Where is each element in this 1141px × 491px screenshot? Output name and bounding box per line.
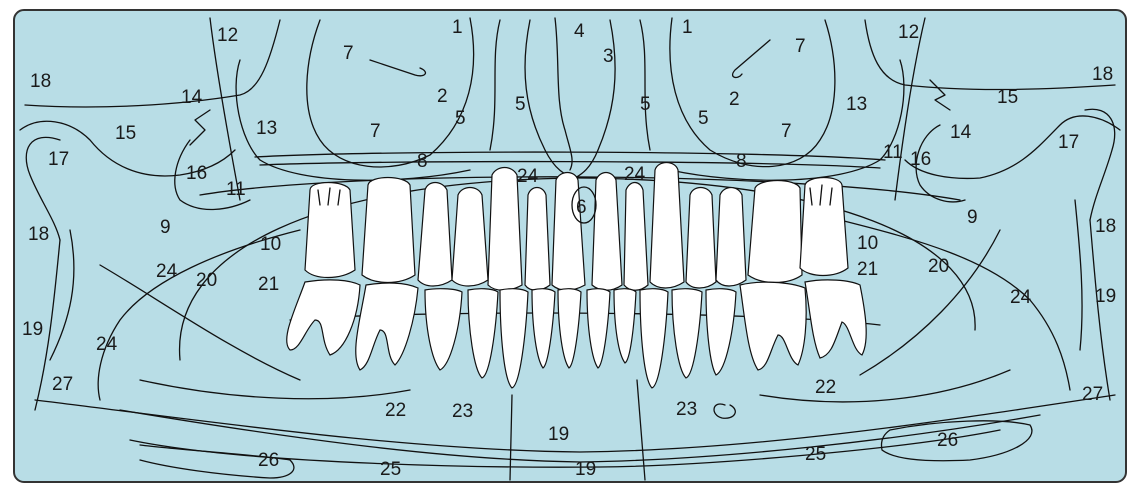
tooth-upper-12 — [716, 188, 746, 287]
label-23: 23 — [452, 401, 473, 422]
label-16: 16 — [910, 149, 931, 170]
tooth-upper-10 — [650, 163, 684, 289]
label-8: 8 — [417, 151, 428, 172]
label-4: 4 — [574, 21, 585, 42]
label-22: 22 — [385, 400, 406, 421]
label-8: 8 — [736, 151, 747, 172]
label-27: 27 — [1082, 384, 1103, 405]
label-1: 1 — [682, 17, 693, 38]
label-7: 7 — [370, 121, 381, 142]
label-5: 5 — [515, 94, 526, 115]
label-5: 5 — [455, 108, 466, 129]
label-18: 18 — [30, 71, 51, 92]
label-7: 7 — [343, 43, 354, 64]
label-24: 24 — [96, 334, 118, 355]
label-12: 12 — [217, 25, 238, 46]
label-23: 23 — [676, 399, 697, 420]
label-10: 10 — [260, 234, 281, 255]
label-25: 25 — [380, 459, 401, 480]
label-19: 19 — [575, 459, 596, 480]
label-18: 18 — [1092, 64, 1113, 85]
label-13: 13 — [256, 118, 277, 139]
label-21: 21 — [857, 259, 878, 280]
label-25: 25 — [805, 444, 826, 465]
label-10: 10 — [857, 233, 878, 254]
label-2: 2 — [437, 86, 448, 107]
label-11: 11 — [226, 179, 246, 200]
label-3: 3 — [603, 46, 614, 67]
label-27: 27 — [52, 374, 73, 395]
label-18: 18 — [28, 224, 49, 245]
label-7: 7 — [795, 36, 806, 57]
label-22: 22 — [815, 377, 836, 398]
label-13: 13 — [846, 94, 867, 115]
label-14: 14 — [181, 87, 203, 108]
tooth-upper-13 — [748, 181, 802, 283]
label-5: 5 — [640, 94, 651, 115]
label-11: 11 — [883, 142, 903, 163]
label-9: 9 — [967, 207, 978, 228]
label-14: 14 — [950, 122, 972, 143]
label-19: 19 — [1095, 286, 1116, 307]
label-26: 26 — [258, 450, 279, 471]
label-21: 21 — [258, 274, 279, 295]
tooth-upper-2 — [362, 178, 415, 283]
label-1: 1 — [452, 17, 463, 38]
label-19: 19 — [548, 424, 569, 445]
label-24: 24 — [517, 166, 539, 187]
label-24: 24 — [1010, 287, 1032, 308]
label-24: 24 — [156, 261, 178, 282]
label-24: 24 — [624, 164, 646, 185]
label-20: 20 — [928, 256, 949, 277]
label-17: 17 — [48, 149, 69, 170]
label-5: 5 — [698, 108, 709, 129]
label-26: 26 — [937, 430, 958, 451]
tooth-upper-11 — [686, 188, 716, 289]
label-17: 17 — [1058, 132, 1079, 153]
label-19: 19 — [22, 319, 43, 340]
label-9: 9 — [160, 217, 171, 238]
label-7: 7 — [781, 121, 792, 142]
tooth-upper-4 — [452, 188, 488, 287]
tooth-upper-1 — [305, 183, 355, 278]
label-20: 20 — [196, 270, 217, 291]
tooth-upper-14 — [800, 178, 848, 276]
label-15: 15 — [997, 87, 1018, 108]
tooth-upper-6 — [525, 188, 550, 291]
label-16: 16 — [186, 163, 207, 184]
label-12: 12 — [898, 22, 919, 43]
label-2: 2 — [729, 89, 740, 110]
label-6: 6 — [576, 197, 587, 218]
label-18: 18 — [1095, 216, 1116, 237]
label-15: 15 — [115, 123, 136, 144]
